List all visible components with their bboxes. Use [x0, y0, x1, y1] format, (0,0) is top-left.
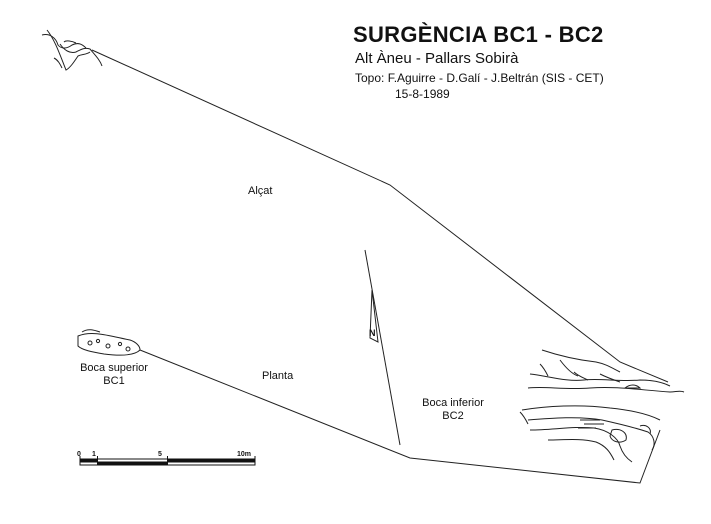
label-bc1-line2: BC1	[103, 375, 125, 387]
bc2-plan-sketch	[519, 405, 661, 463]
drawing-title: SURGÈNCIA BC1 - BC2	[353, 22, 604, 47]
scale-tick-10m: 10m	[237, 451, 252, 458]
scale-bar	[79, 456, 256, 466]
label-planta: Planta	[262, 370, 294, 382]
planta-survey-line	[139, 349, 661, 484]
label-alcat: Alçat	[248, 185, 273, 197]
label-boca-inferior: Boca inferior BC2	[418, 397, 488, 423]
survey-date: 15-8-1989	[395, 87, 450, 101]
north-arrow-icon	[364, 249, 401, 446]
label-bc2-line2: BC2	[442, 410, 464, 422]
scale-tick-1: 1	[92, 451, 96, 458]
scale-tick-5: 5	[158, 451, 162, 458]
alcat-survey-line	[91, 49, 669, 383]
bc1-elevation-sketch	[41, 29, 103, 71]
label-boca-superior: Boca superior BC1	[74, 362, 154, 388]
bc2-elevation-sketch	[527, 349, 685, 393]
bc1-plan-sketch	[77, 329, 141, 356]
scale-tick-0: 0	[77, 451, 81, 458]
topo-credits: Topo: F.Aguirre - D.Galí - J.Beltrán (SI…	[355, 71, 604, 85]
label-bc2-line1: Boca inferior	[422, 397, 484, 409]
north-letter: N	[369, 328, 376, 338]
label-bc1-line1: Boca superior	[80, 362, 148, 374]
drawing-subtitle: Alt Àneu - Pallars Sobirà	[355, 50, 519, 67]
